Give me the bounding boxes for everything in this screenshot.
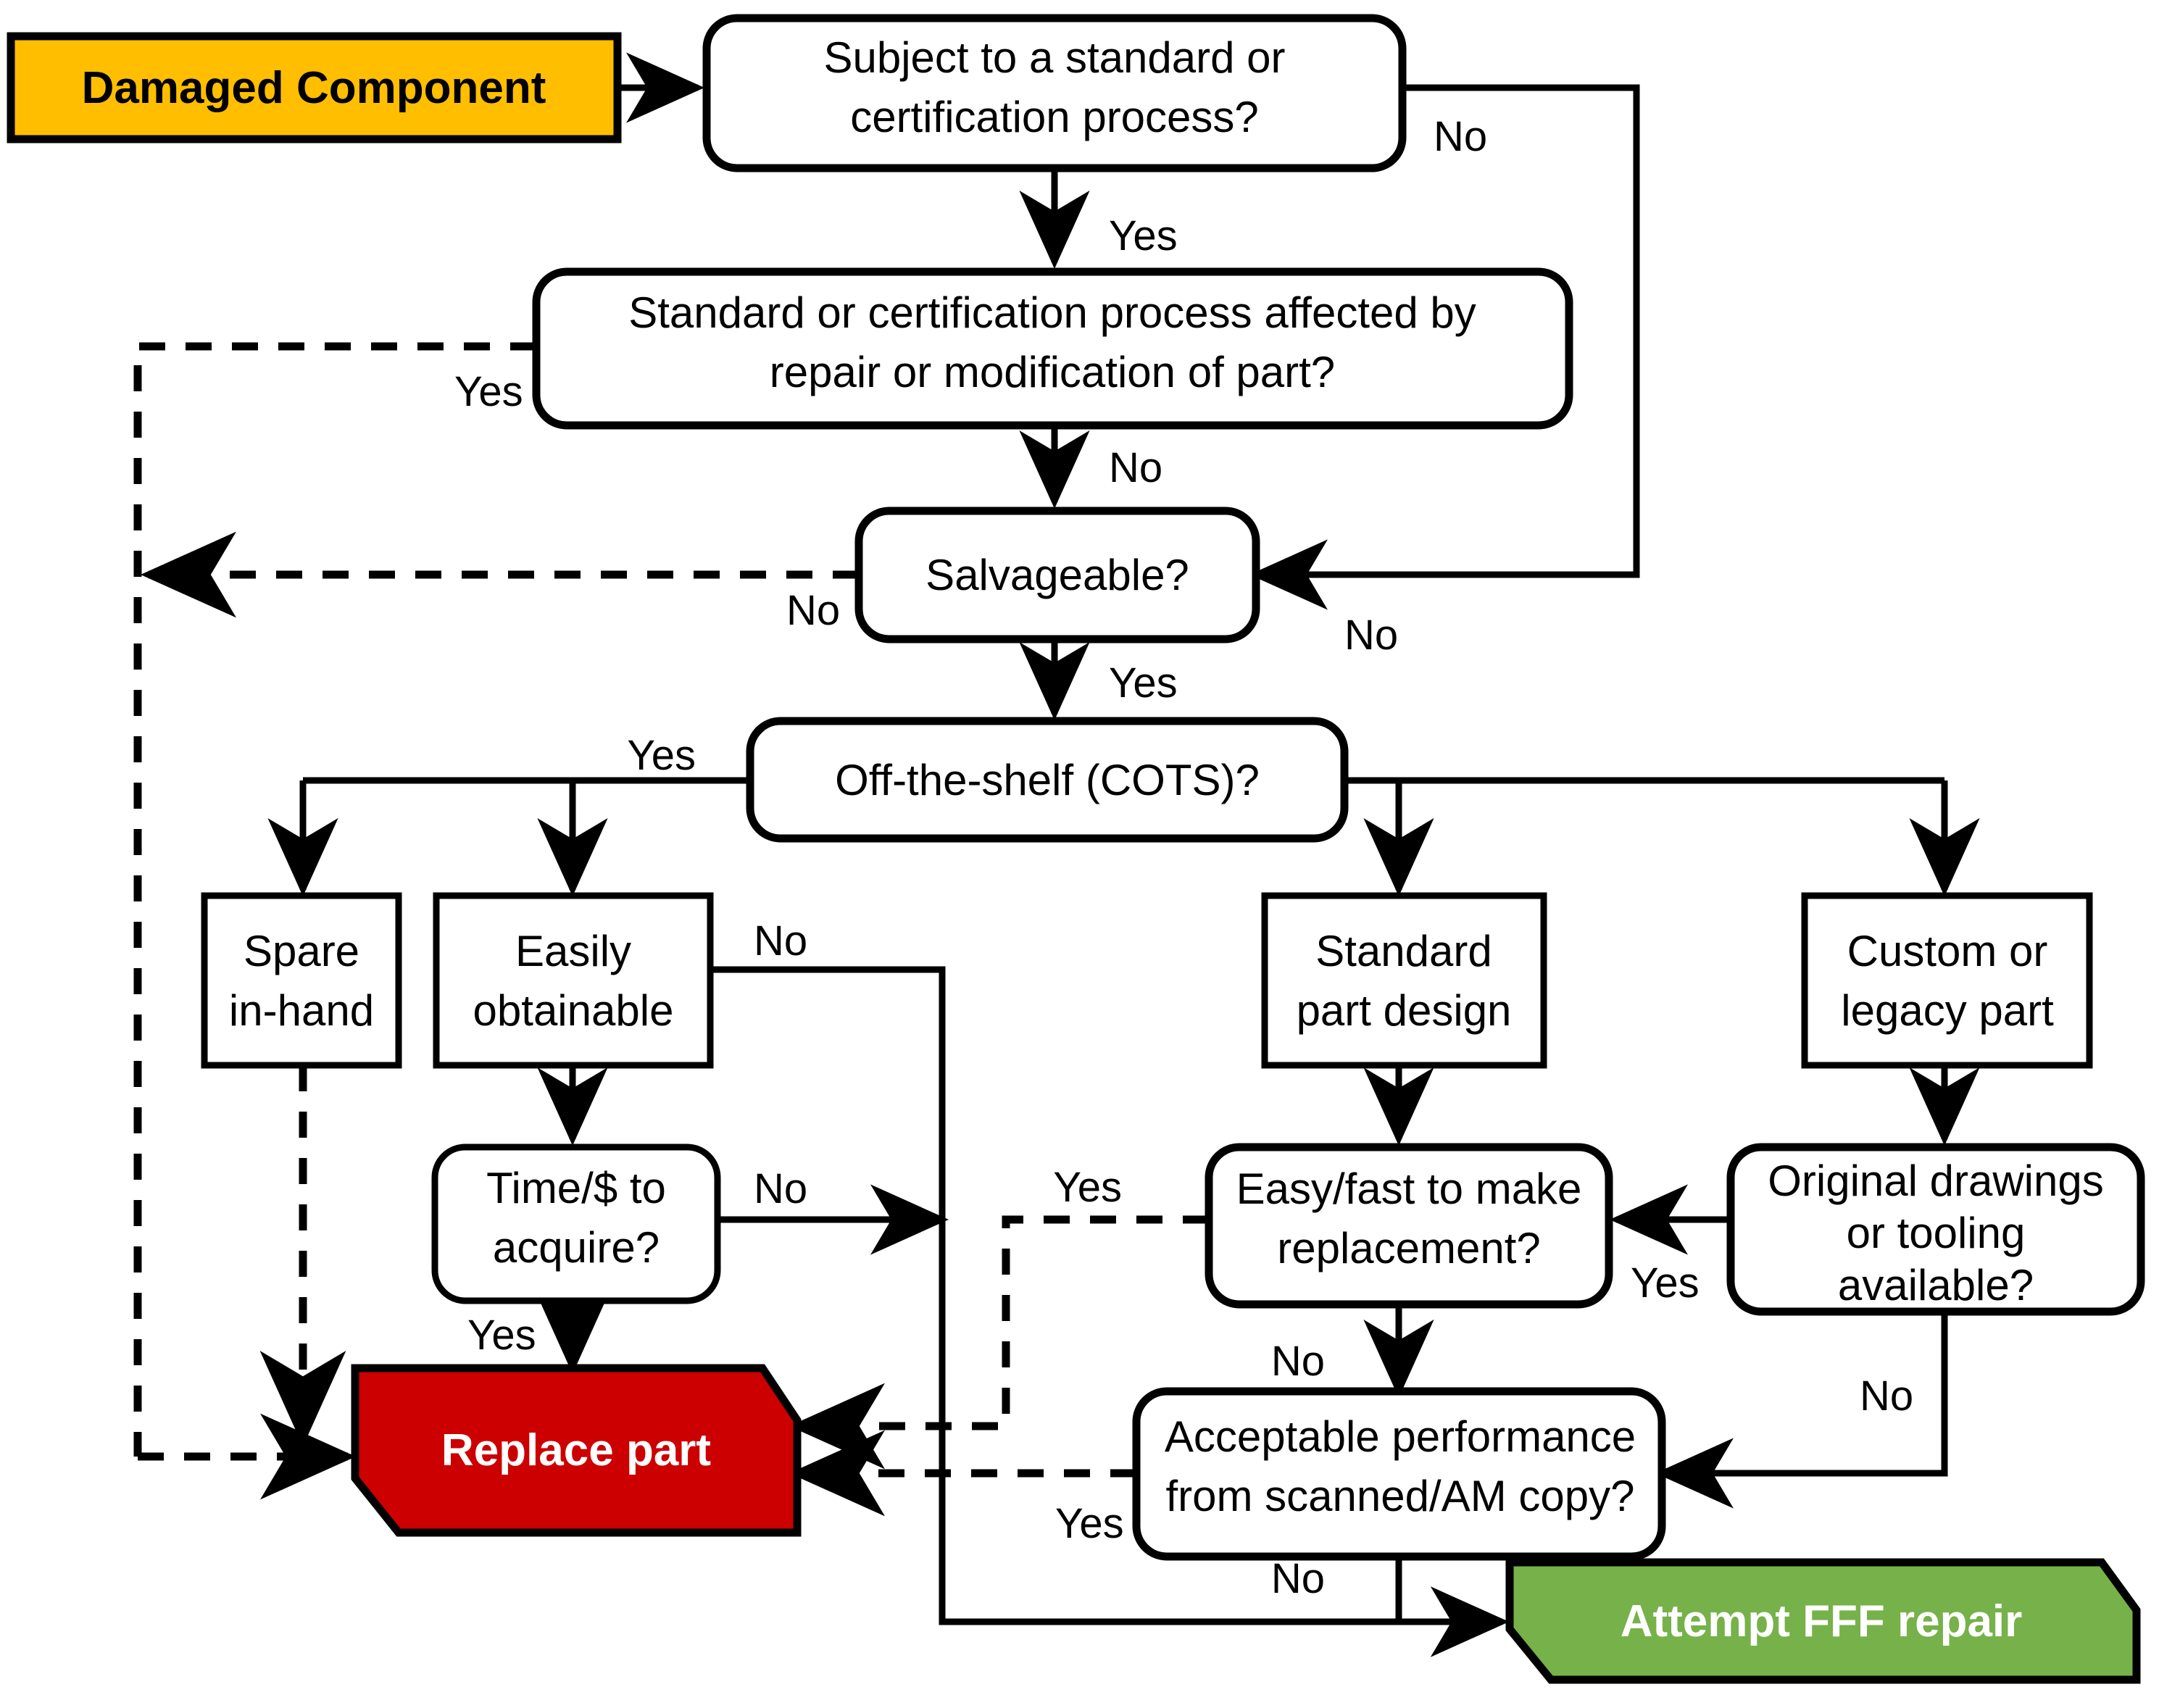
node-standard-part-design[interactable]: Standard part design bbox=[1261, 892, 1547, 1069]
node-process-affected[interactable]: Standard or certification process affect… bbox=[532, 267, 1573, 430]
node-easy-fast-replacement[interactable]: Easy/fast to make replacement? bbox=[1205, 1143, 1613, 1309]
edge-easyfast-yes bbox=[789, 1215, 1209, 1470]
edge-affected-yes bbox=[133, 342, 536, 1457]
edge-label-affected-no: No bbox=[1109, 444, 1162, 491]
edge-label-cots-yes: Yes bbox=[627, 732, 696, 779]
edges-dashed bbox=[133, 342, 1209, 1517]
edge-label-acceptable-yes: Yes bbox=[1055, 1500, 1124, 1547]
node-replace-part[interactable]: Replace part bbox=[351, 1364, 802, 1537]
node-spare-in-hand-line1: Spare bbox=[244, 927, 359, 975]
node-custom-legacy-part[interactable]: Custom or legacy part bbox=[1801, 892, 2093, 1069]
edge-subject-no bbox=[1249, 84, 1640, 610]
edge-easily-no bbox=[710, 966, 1509, 1657]
edge-label-salvageable-no-left: No bbox=[786, 587, 840, 634]
node-spare-in-hand-line2: in-hand bbox=[229, 986, 374, 1035]
node-attempt-fff-repair-label: Attempt FFF repair bbox=[1621, 1596, 2023, 1646]
node-easy-fast-replacement-line2: replacement? bbox=[1277, 1224, 1541, 1272]
node-easily-obtainable-line2: obtainable bbox=[473, 986, 674, 1035]
node-cots-label: Off-the-shelf (COTS)? bbox=[835, 756, 1260, 804]
edge-acceptable-no bbox=[1395, 1557, 1509, 1657]
node-easily-obtainable-line1: Easily bbox=[515, 927, 631, 975]
node-standard-part-design-line2: part design bbox=[1297, 986, 1512, 1035]
node-custom-legacy-part-line2: legacy part bbox=[1841, 986, 2054, 1035]
node-attempt-fff-repair[interactable]: Attempt FFF repair bbox=[1505, 1558, 2141, 1684]
edge-label-subject-no: No bbox=[1434, 113, 1487, 160]
edge-label-easily-obtainable-no: No bbox=[754, 917, 807, 965]
edge-label-original-drawings-no: No bbox=[1860, 1372, 1913, 1420]
node-salvageable[interactable]: Salvageable? bbox=[854, 507, 1260, 643]
node-original-drawings[interactable]: Original drawings or tooling available? bbox=[1726, 1143, 2145, 1316]
node-damaged-component-label: Damaged Component bbox=[82, 63, 546, 113]
node-easily-obtainable[interactable]: Easily obtainable bbox=[433, 892, 714, 1069]
node-time-cost-line2: acquire? bbox=[493, 1223, 660, 1272]
node-original-drawings-line1: Original drawings bbox=[1768, 1157, 2104, 1205]
node-acceptable-performance-line1: Acceptable performance bbox=[1165, 1412, 1636, 1461]
node-spare-in-hand[interactable]: Spare in-hand bbox=[201, 892, 402, 1069]
node-replace-part-label: Replace part bbox=[441, 1425, 711, 1475]
node-subject-standard-line1: Subject to a standard or bbox=[823, 33, 1285, 82]
edge-label-time-cost-yes: Yes bbox=[467, 1312, 536, 1359]
edge-label-time-cost-no: No bbox=[754, 1165, 807, 1212]
node-acceptable-performance[interactable]: Acceptable performance from scanned/AM c… bbox=[1132, 1387, 1666, 1561]
node-time-cost[interactable]: Time/$ to acquire? bbox=[431, 1143, 721, 1304]
edge-label-salvageable-no-right: No bbox=[1344, 612, 1398, 659]
edges-solid bbox=[267, 52, 1980, 1657]
edge-label-affected-yes: Yes bbox=[454, 368, 523, 415]
edge-label-salvageable-yes: Yes bbox=[1109, 659, 1178, 707]
node-salvageable-label: Salvageable? bbox=[925, 551, 1189, 599]
edge-label-original-drawings-yes: Yes bbox=[1631, 1259, 1700, 1307]
node-subject-standard-line2: certification process? bbox=[850, 93, 1259, 141]
node-standard-part-design-line1: Standard bbox=[1315, 927, 1492, 975]
node-original-drawings-line2: or tooling bbox=[1847, 1209, 2026, 1257]
edge-label-acceptable-no: No bbox=[1271, 1555, 1325, 1602]
node-original-drawings-line3: available? bbox=[1838, 1261, 2034, 1309]
edge-drawings-no bbox=[1655, 1312, 1948, 1509]
node-process-affected-line1: Standard or certification process affect… bbox=[628, 288, 1476, 337]
node-time-cost-line1: Time/$ to bbox=[486, 1164, 666, 1212]
edge-label-subject-yes: Yes bbox=[1109, 212, 1178, 259]
node-acceptable-performance-line2: from scanned/AM copy? bbox=[1166, 1472, 1635, 1520]
edge-label-easy-fast-no: No bbox=[1271, 1338, 1325, 1385]
node-custom-legacy-part-line1: Custom or bbox=[1847, 927, 2048, 975]
node-subject-standard[interactable]: Subject to a standard or certification p… bbox=[702, 14, 1407, 172]
edge-label-easy-fast-yes: Yes bbox=[1053, 1164, 1122, 1211]
node-process-affected-line2: repair or modification of part? bbox=[770, 348, 1335, 396]
node-cots[interactable]: Off-the-shelf (COTS)? bbox=[746, 717, 1349, 843]
node-damaged-component[interactable]: Damaged Component bbox=[7, 32, 622, 143]
node-easy-fast-replacement-line1: Easy/fast to make bbox=[1236, 1165, 1582, 1213]
